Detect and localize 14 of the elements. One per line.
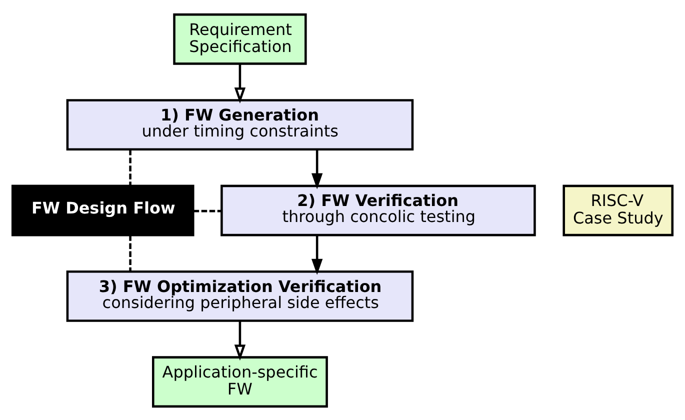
arrow	[234, 63, 246, 104]
node-box: 2) FW Verification through concolic testing	[220, 184, 536, 236]
connector	[193, 209, 222, 212]
connector	[129, 234, 132, 271]
node-box: 3) FW Optimization Verification considering peripheral side effects	[66, 270, 414, 322]
connector	[129, 149, 132, 186]
node-box: RISC-V Case Study	[562, 184, 674, 236]
node-box: FW Design Flow	[11, 184, 194, 236]
node-box: Application-specific FW	[152, 356, 328, 408]
node-box: 1) FW Generation under timing constraints	[66, 98, 414, 150]
arrow	[311, 234, 323, 274]
arrow	[311, 149, 323, 189]
arrow	[234, 320, 246, 360]
node-box: Requirement Specification	[173, 12, 307, 64]
